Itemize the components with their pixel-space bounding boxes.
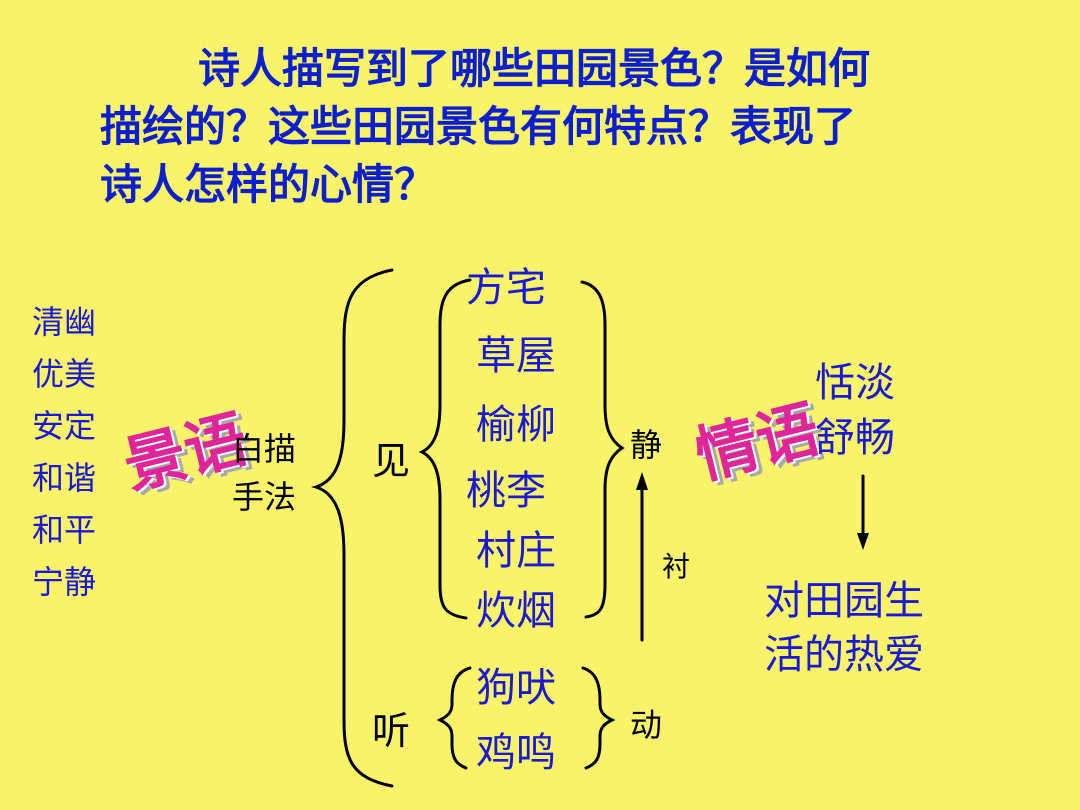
seen-right-brace xyxy=(580,280,625,619)
contrast-arrow-head xyxy=(636,472,648,490)
feature-item: 和平 xyxy=(32,511,97,549)
conclusion-line-1: 对田园生 xyxy=(764,578,924,624)
seen-left-brace xyxy=(418,278,472,620)
quiet-label: 静 xyxy=(630,426,663,464)
feelings-list: 恬淡 舒畅 xyxy=(815,356,895,466)
heard-item: 狗吠 xyxy=(476,665,556,711)
hear-label: 听 xyxy=(372,709,411,753)
feature-item: 优美 xyxy=(32,355,97,393)
seen-item: 炊烟 xyxy=(476,588,556,634)
question-line-1: 诗人描写到了哪些田园景色？是如何 xyxy=(198,44,871,93)
heard-right-brace xyxy=(581,666,616,770)
see-label: 见 xyxy=(372,439,411,483)
feature-item: 安定 xyxy=(32,407,97,445)
seen-item: 方宅 xyxy=(466,265,546,311)
seen-item: 草屋 xyxy=(476,333,556,379)
heard-item: 鸡鸣 xyxy=(476,730,556,776)
feeling-item: 恬淡 xyxy=(815,360,895,406)
feature-item: 清幽 xyxy=(32,303,97,341)
feature-item: 和谐 xyxy=(32,459,97,497)
heard-left-brace xyxy=(436,666,472,770)
question-heading: 诗人描写到了哪些田园景色？是如何 描绘的？这些田园景色有何特点？表现了 诗人怎样… xyxy=(100,40,1020,214)
question-line-2: 描绘的？这些田园景色有何特点？表现了 xyxy=(100,102,857,151)
conclusion-line-2: 活的热爱 xyxy=(764,632,924,678)
feature-item: 宁静 xyxy=(32,563,97,601)
large-brace xyxy=(311,268,394,788)
technique-label: 白描 手法 xyxy=(232,425,296,521)
technique-line-1: 白描 xyxy=(232,430,297,468)
motion-label: 动 xyxy=(630,706,663,744)
seen-item: 榆柳 xyxy=(476,402,556,448)
seen-item: 村庄 xyxy=(476,528,556,574)
seen-item: 桃李 xyxy=(466,468,546,514)
technique-line-2: 手法 xyxy=(232,478,297,516)
feature-list: 清幽 优美 安定 和谐 和平 宁静 xyxy=(32,296,96,608)
conclusion-text: 对田园生 活的热爱 xyxy=(764,574,924,682)
question-line-3: 诗人怎样的心情？ xyxy=(100,160,437,209)
feeling-item: 舒畅 xyxy=(815,415,895,461)
contrast-label: 衬 xyxy=(662,550,691,583)
result-arrow-head xyxy=(857,533,869,550)
